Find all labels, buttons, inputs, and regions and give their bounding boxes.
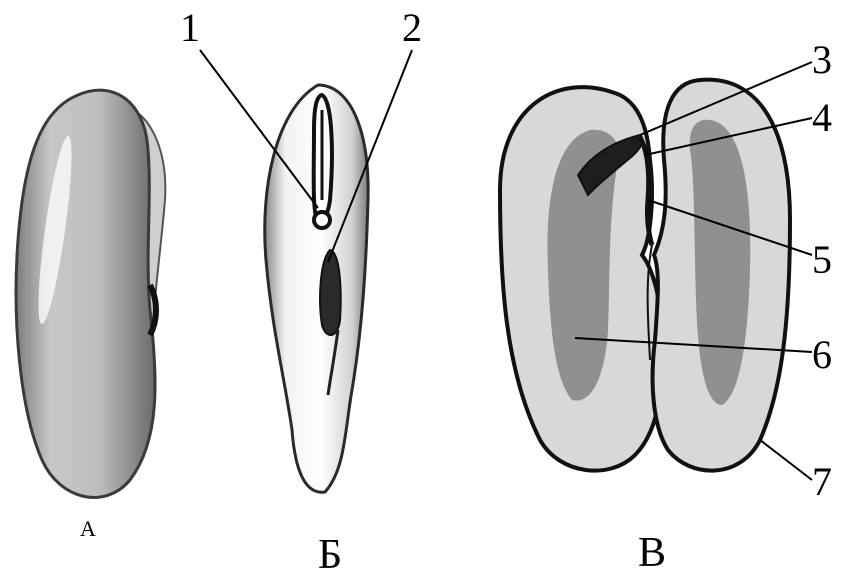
leader-7 — [760, 440, 812, 480]
callout-3: 3 — [812, 40, 832, 80]
seed-section-figure — [500, 80, 790, 471]
caption-b: Б — [318, 534, 342, 576]
plumule-tip — [314, 212, 330, 228]
seed-whole-figure — [16, 90, 165, 497]
callout-7: 7 — [812, 462, 832, 502]
caption-c: В — [638, 532, 666, 574]
callout-1: 1 — [180, 8, 200, 48]
callout-2: 2 — [402, 8, 422, 48]
radicle — [320, 250, 341, 335]
callout-4: 4 — [812, 98, 832, 138]
caption-a: А — [80, 518, 96, 540]
seed-body — [16, 90, 155, 497]
embryo-figure — [265, 85, 368, 492]
callout-5: 5 — [812, 240, 832, 280]
callout-6: 6 — [812, 335, 832, 375]
